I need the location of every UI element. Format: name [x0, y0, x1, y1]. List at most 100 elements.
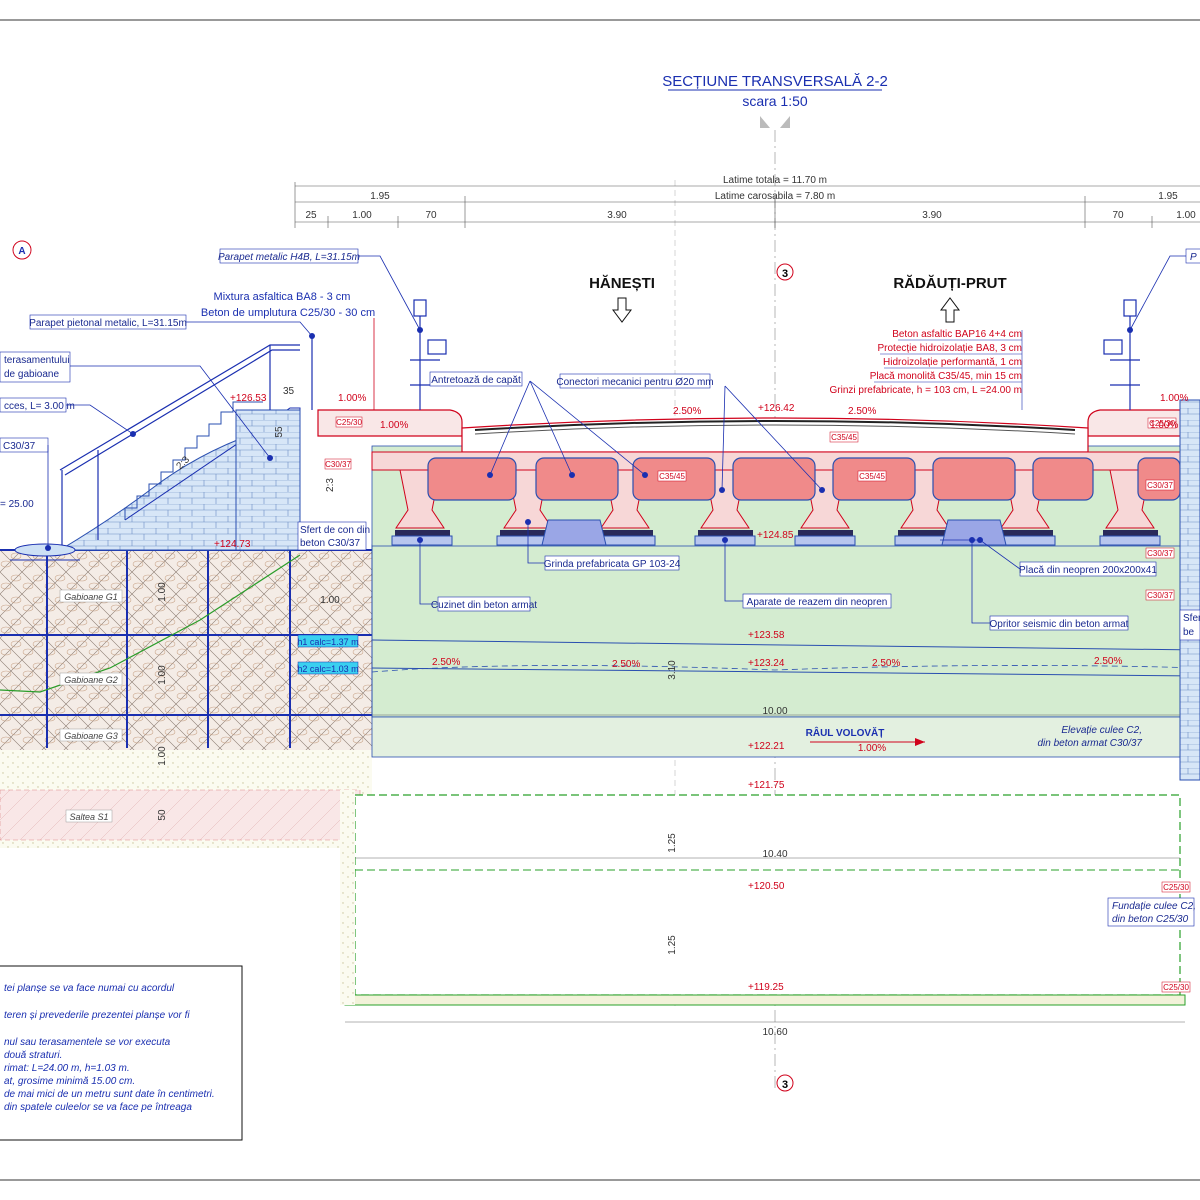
callout-connectors: Conectori mecanici pentru Ø20 mm: [556, 377, 713, 388]
callout-end-brace: Antretoază de capăt: [431, 375, 521, 386]
callout-girder: Grinda prefabricata GP 103-24: [544, 559, 681, 570]
callout-girders: Grinzi prefabricate, h = 103 cm, L =24.0…: [829, 385, 1022, 396]
callout-pedestrian-parapet: Parapet pietonal metalic, L=31.15m: [29, 318, 187, 329]
river-flow-arrow-icon: [915, 738, 925, 746]
river-slope: 1.00%: [858, 743, 886, 754]
label-gabion-g3: Gabioane G3: [64, 731, 118, 741]
callout-right-cone-material: be: [1183, 627, 1195, 638]
callout-waterproof: Hidroizolație performantă, 1 cm: [883, 357, 1022, 368]
tag-c3037-wall: C30/37: [325, 460, 351, 469]
dim-sidewalk-right: 1.95: [1158, 191, 1178, 202]
dim-gabion-g3: 1.00: [157, 746, 168, 766]
dim-left-25: = 25.00: [0, 499, 34, 510]
section-title: SECȚIUNE TRANSVERSALĂ 2-2: [662, 73, 888, 90]
dim-lane-left: 3.90: [607, 210, 627, 221]
dim-125-a: 1.25: [667, 833, 678, 853]
tag-c3037-right: C30/37: [1147, 481, 1173, 490]
slope-sidewalk-right: 1.00%: [1150, 420, 1178, 431]
label-gabion-g1: Gabioane G1: [64, 592, 118, 602]
callout-mix-asphalt: Mixtura asfaltica BA8 - 3 cm: [214, 291, 351, 303]
arrow-up-icon: [940, 297, 960, 323]
callout-elevation: Elevație culee C2,: [1061, 725, 1142, 736]
callout-gabion-line2: de gabioane: [4, 369, 59, 380]
elev-119-25: +119.25: [748, 982, 784, 993]
elev-124-85: +124.85: [757, 530, 794, 541]
callout-protection: Protecție hidroizolație BA8, 3 cm: [877, 343, 1022, 354]
callout-slab: Placă monolită C35/45, min 15 cm: [870, 371, 1022, 382]
waterproofing-line: [474, 424, 1076, 435]
dim-100-right: 1.00: [1176, 210, 1196, 221]
callout-seismic-stop: Opritor seismic din beton armat: [990, 619, 1129, 630]
right-wing-wall: [1179, 399, 1200, 781]
elev-123-58: +123.58: [748, 630, 785, 641]
right-parapet-callout: P: [1127, 248, 1200, 333]
dim-width-1040: 10.40: [762, 849, 787, 860]
dim-carriageway: Latime carosabila = 7.80 m: [715, 191, 835, 202]
direction-left: HĂNEȘTI: [589, 275, 655, 292]
callout-c3037-left: C30/37: [3, 441, 36, 452]
elev-123-24: +123.24: [748, 658, 785, 669]
slope-2-3-wall: 2:3: [325, 478, 336, 492]
slope-sidewalk-left-top: 1.00%: [338, 393, 366, 404]
concrete-class-tags: C25/30 C30/37 C35/45 C35/45 C35/45 C30/3…: [324, 416, 1191, 993]
height-h2: h2 calc=1.03 m: [297, 664, 358, 674]
note-6: at, grosime minimă 15.00 cm.: [4, 1076, 135, 1087]
river-name: RÂUL VOLOVĂȚ: [806, 726, 885, 739]
tag-c2530-right: C25/30: [1149, 419, 1175, 428]
note-8: din spatele culeelor se va face pe între…: [4, 1102, 192, 1113]
tag-c3545-slab: C35/45: [831, 433, 857, 442]
direction-right: RĂDĂUȚI-PRUT: [893, 275, 1006, 292]
callout-gabion-line1: terasamentului: [4, 355, 70, 366]
bridge-deck: [317, 409, 1200, 546]
section-marker-top-label: 3: [782, 268, 788, 280]
dim-310: 3.10: [667, 660, 678, 680]
dim-gabion-g1: 1.00: [157, 582, 168, 602]
stair-base: [14, 543, 76, 557]
arrow-down-icon: [612, 297, 632, 323]
river: RÂUL VOLOVĂȚ 1.00%: [806, 726, 925, 754]
deck-slab: [461, 417, 1089, 453]
dim-width-1000: 10.00: [762, 706, 787, 717]
tag-c3037-right-3: C30/37: [1147, 591, 1173, 600]
slope-bed-4: 2.50%: [1094, 656, 1122, 667]
notes-box: tei planșe se va face numai cu acordul t…: [0, 965, 243, 1141]
callout-right-cone: Sfer: [1183, 613, 1200, 624]
dim-35: 35: [283, 386, 295, 397]
dim-right-100: 1.00: [320, 595, 340, 606]
callout-cone: Sfert de con din: [300, 525, 370, 536]
note-3: nul sau terasamentele se vor executa: [4, 1037, 171, 1048]
dim-width-1060: 10.60: [762, 1027, 787, 1038]
note-5: rimat: L=24.00 m, h=1.03 m.: [4, 1063, 130, 1074]
design-height-boxes: h1 calc=1.37 m h2 calc=1.03 m: [297, 634, 359, 675]
gabion-labels: Gabioane G1 Gabioane G2 Gabioane G3 Salt…: [59, 589, 123, 823]
note-2: teren și prevederile prezentei planșe vo…: [4, 1010, 190, 1021]
note-1: tei planșe se va face numai cu acordul: [4, 983, 175, 994]
dim-25: 25: [305, 210, 317, 221]
tag-c3037-right-2: C30/37: [1147, 549, 1173, 558]
tag-c2530-sidewalk: C25/30: [336, 418, 362, 427]
deck-callouts: Antretoază de capăt Conectori mecanici p…: [417, 371, 1200, 927]
callout-parapet-metal: Parapet metalic H4B, L=31.15m: [218, 252, 360, 263]
section-marker-bottom: 3: [776, 1074, 794, 1092]
section-arrows-icon: [760, 116, 790, 128]
metal-parapet-right: [1103, 299, 1140, 410]
height-h1: h1 calc=1.37 m: [297, 637, 358, 647]
dim-55: 55: [274, 426, 285, 438]
foundation-c2: [354, 794, 1181, 996]
abutment-lower: [371, 716, 1181, 758]
dim-lane-right: 3.90: [922, 210, 942, 221]
water-line-2: [371, 667, 1200, 677]
elev-124-73: +124.73: [214, 539, 251, 550]
girder-row: [371, 451, 1181, 529]
callout-elevation-material: din beton armat C30/37: [1037, 738, 1142, 749]
access-stairs: [124, 401, 263, 520]
callout-cushion: Cuzinet din beton armat: [431, 600, 537, 611]
abutment-marker-label: A: [18, 246, 25, 257]
slope-bed-3: 2.50%: [872, 658, 900, 669]
dim-70-left: 70: [425, 210, 437, 221]
water-surface: [371, 665, 1200, 673]
foundation-soil-left: [340, 790, 355, 1005]
left-callouts: Parapet metalic H4B, L=31.15m Mixtura as…: [0, 248, 423, 551]
section-scale: scara 1:50: [742, 93, 808, 109]
